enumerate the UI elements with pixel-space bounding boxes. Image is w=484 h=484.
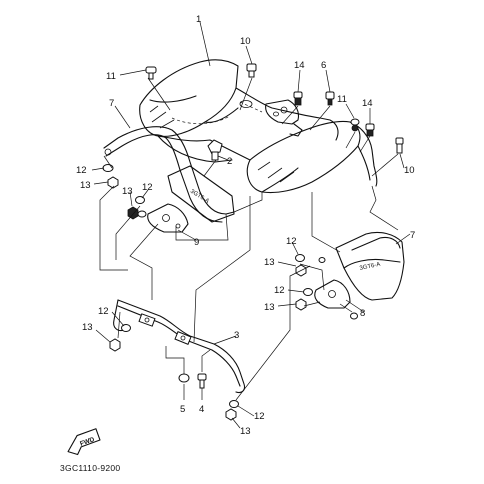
label-5: 5: [180, 404, 185, 415]
label-10: 10: [240, 36, 251, 47]
label-12b: 12: [142, 182, 153, 193]
label-13b: 13: [122, 186, 133, 197]
washer-12-e: [121, 324, 131, 332]
bolt-4-head: [197, 373, 207, 381]
bolt-6: [325, 91, 335, 106]
label-12f: 12: [254, 411, 265, 422]
label-14: 14: [294, 60, 305, 71]
bolt-14-left: [293, 91, 303, 106]
label-12: 12: [76, 165, 87, 176]
washer-12-f: [229, 400, 239, 408]
callout-leaders: [91, 21, 411, 429]
left-stay-9: [147, 203, 189, 233]
nut-13-f: [225, 408, 237, 421]
label-10b: 10: [404, 165, 415, 176]
label-2: 2: [227, 156, 232, 167]
label-13f: 13: [240, 426, 251, 437]
lower-stay-3: [113, 299, 246, 394]
nut-13-b: [127, 206, 139, 220]
label-13c: 13: [264, 257, 275, 268]
screw-11-right: [350, 118, 360, 132]
label-14b: 14: [362, 98, 373, 109]
label-4: 4: [199, 404, 204, 415]
label-13e: 13: [82, 322, 93, 333]
bolt-10-right: [395, 137, 404, 154]
nut-13-a: [107, 176, 119, 189]
label-11: 11: [106, 71, 116, 82]
label-6: 6: [321, 60, 326, 71]
bolt-10-top: [246, 63, 257, 78]
label-7: 7: [109, 98, 114, 109]
label-8: 8: [360, 308, 365, 319]
label-13: 13: [80, 180, 91, 191]
washer-12-b: [135, 196, 145, 204]
washer-12-d: [303, 288, 313, 296]
phantom-lines: [99, 77, 399, 401]
front-cowling: [139, 59, 378, 194]
center-mount-plate: [265, 99, 303, 137]
label-13d: 13: [264, 302, 275, 313]
fasteners: [102, 164, 358, 421]
label-11b: 11: [337, 94, 347, 105]
label-3: 3: [234, 330, 239, 341]
part-labels: 1 10 11 14 6 11 14 7 10 12 2 13 12 13 9 …: [76, 14, 415, 437]
drawing-code: 3GC1110-9200: [60, 463, 120, 473]
bolt-14-right: [365, 123, 375, 137]
fwd-label: FWD: [79, 436, 96, 448]
fwd-arrow-icon: FWD: [67, 428, 101, 456]
label-9: 9: [194, 237, 199, 248]
collar-5: [178, 373, 190, 383]
label-1: 1: [196, 14, 201, 25]
nut-13-e: [109, 338, 121, 352]
label-12e: 12: [98, 306, 109, 317]
label-7b: 7: [410, 230, 415, 241]
decal-right-text: 3GT6-A: [359, 262, 381, 272]
washer-12-c: [295, 254, 305, 262]
right-stay-8: [314, 279, 351, 309]
right-cap: [350, 312, 358, 320]
right-side-bracket-7: 3GT6-A: [335, 231, 405, 301]
label-12d: 12: [274, 285, 285, 296]
screw-11-top: [145, 66, 157, 80]
nut-13-d: [295, 298, 307, 311]
washer-12-a: [102, 164, 114, 172]
label-12c: 12: [286, 236, 297, 247]
